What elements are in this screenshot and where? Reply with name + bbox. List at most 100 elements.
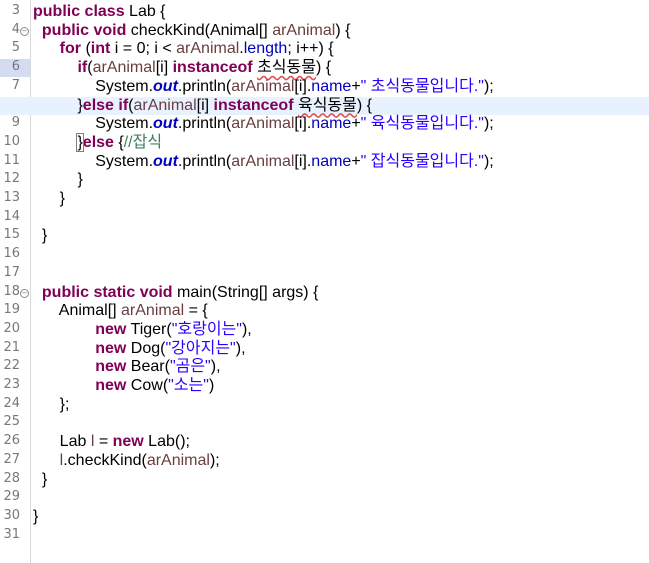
code-text: [i]. [294,115,312,133]
code-line[interactable]: new Cow("소는") [0,377,649,395]
line-number-gutter: 34−56789101112131415161718−1920212223242… [0,0,31,563]
variable-token: arAnimal [146,451,210,469]
code-line[interactable]: for (int i = 0; i < arAnimal.length; i++… [0,40,649,58]
line-number: 21 [3,339,20,355]
code-line[interactable]: public void checkKind(Animal[] arAnimal)… [0,22,649,40]
code-line[interactable]: Lab l = new Lab(); [0,433,649,451]
code-line[interactable]: new Tiger("호랑이는"), [0,321,649,339]
code-text [33,40,60,57]
keyword-token: new [95,339,127,357]
code-line[interactable]: } [0,471,649,489]
code-text: ) { [356,96,372,114]
code-line[interactable]: System.out.println(arAnimal[i].name+" 초식… [0,78,649,96]
code-text: System. [33,152,154,170]
code-line[interactable]: public class Lab { [0,3,649,21]
code-line[interactable] [0,527,649,545]
line-number-cell: 20 [0,321,30,339]
code-text: ( [87,59,93,77]
code-line[interactable]: if(arAnimal[i] instanceof 초식동물) { [0,59,649,77]
code-text: .println( [177,115,232,133]
code-line[interactable]: }else {//잡식 [0,132,649,152]
line-number-cell: 21 [0,340,30,358]
code-text: Animal[] arAnimal = { [33,302,208,320]
code-text: System.out.println(arAnimal[i].name+" 잡식… [33,153,494,171]
line-number: 24 [3,395,20,411]
variable-token: arAnimal [272,21,336,39]
code-text: l.checkKind(arAnimal); [33,452,220,470]
line-number-cell: 30 [0,508,30,526]
comment-token: //잡식 [123,133,163,151]
code-line[interactable]: Animal[] arAnimal = { [0,302,649,320]
line-number: 23 [3,377,20,392]
code-line[interactable] [0,246,649,264]
code-text: Animal[] [33,302,122,320]
line-number-cell: 31 [0,527,30,545]
line-number: 29 [3,489,20,505]
line-number-cell: 22 [0,358,30,376]
code-text: public static void main(String[] args) { [33,283,319,302]
code-text [33,358,95,375]
fold-toggle-icon[interactable]: − [20,26,29,36]
code-text: } [33,470,48,488]
code-line[interactable]: } [0,190,649,208]
code-text: public class Lab { [33,3,166,21]
code-text: Cow( [126,377,169,394]
string-literal: "호랑이는" [171,320,242,338]
line-number-cell: 10 [0,134,30,152]
code-line[interactable] [0,414,649,432]
code-text [33,452,60,469]
code-text: } [33,227,48,245]
code-text: ), [210,358,221,376]
keyword-token: for [59,40,81,58]
code-text: ); [483,77,494,95]
code-text: public void checkKind(Animal[] arAnimal)… [33,21,351,40]
line-number: 14 [3,208,20,224]
static-field-token: out [153,115,178,133]
code-line[interactable]: } [0,508,649,526]
line-number-cell: 4− [0,22,30,40]
code-text: System.out.println(arAnimal[i].name+" 육식… [33,115,494,133]
field-token: name [311,115,352,133]
line-number-cell: 9 [0,115,30,133]
fold-toggle-icon[interactable]: − [20,288,29,298]
code-line[interactable]: }; [0,396,649,414]
code-line[interactable]: } [0,227,649,245]
code-line[interactable]: System.out.println(arAnimal[i].name+" 육식… [0,115,649,133]
code-text: new Cow("소는") [33,377,214,395]
line-number-cell: 11 [0,153,30,171]
code-line[interactable] [0,489,649,507]
keyword-token: public void [41,21,127,39]
variable-token: arAnimal [133,96,197,114]
code-line[interactable]: new Dog("강아지는"), [0,340,649,358]
warning-underlined-token: 초식동물 [257,59,316,77]
code-line[interactable]: } [0,171,649,189]
code-line[interactable] [0,265,649,283]
code-text: + [351,115,361,133]
code-text: if(arAnimal[i] instanceof 초식동물) { [33,59,331,77]
code-text: i = 0; i < [110,40,177,58]
code-text: [i] [196,96,214,114]
string-literal: "곰은" [169,358,211,376]
code-line[interactable]: new Bear("곰은"), [0,358,649,376]
code-text: [i]. [294,77,312,95]
code-line[interactable]: System.out.println(arAnimal[i].name+" 잡식… [0,153,649,171]
line-number-cell: 24 [0,396,30,414]
code-text: + [351,77,361,95]
code-text: [i] [155,59,173,77]
code-text: }; [33,396,70,414]
code-text: ; i++) { [287,40,334,58]
line-number: 7 [11,77,20,93]
line-number: 3 [11,3,20,18]
code-line[interactable] [0,209,649,227]
code-text: main(String[] args) { [172,283,319,301]
code-line[interactable]: l.checkKind(arAnimal); [0,452,649,470]
code-line[interactable]: }else if(arAnimal[i] instanceof 육식동물) { [0,96,649,115]
line-number-cell: 12 [0,171,30,189]
variable-token: arAnimal [231,152,295,170]
code-line[interactable]: public static void main(String[] args) { [0,284,649,302]
line-number: 9 [11,115,20,131]
line-number-cell: 3 [0,3,30,21]
code-text: Lab { [124,3,166,20]
line-number-cell: 13 [0,190,30,208]
